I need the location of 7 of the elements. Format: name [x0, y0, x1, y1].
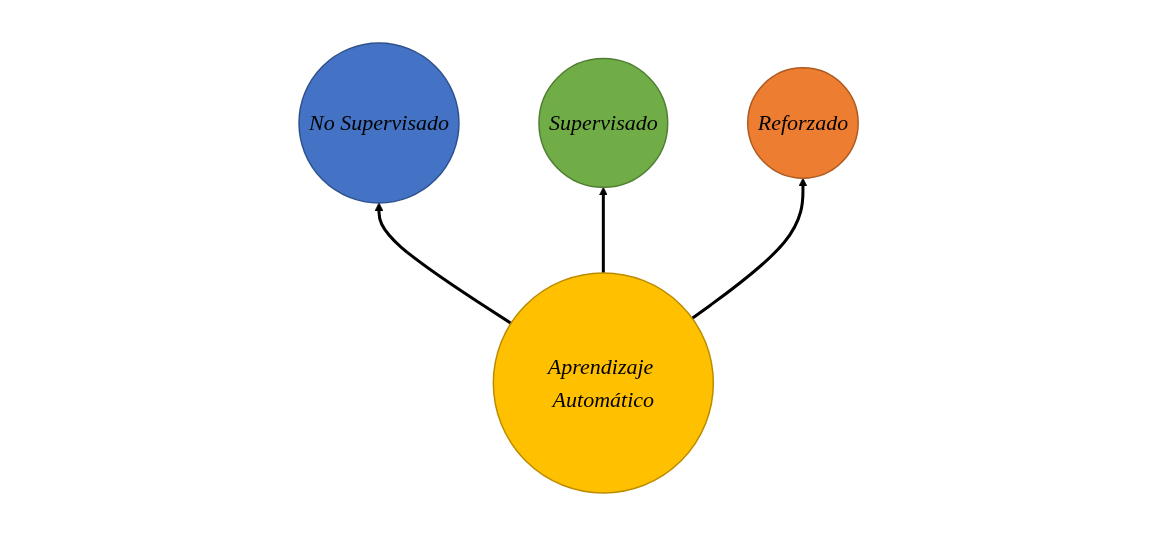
node-circle: Aprendizaje Automático [493, 272, 715, 494]
arrow [375, 202, 513, 325]
node-circle: No Supervisado [298, 42, 461, 204]
node-circle: Supervisado [538, 57, 669, 189]
arrow [599, 186, 609, 273]
node-circle: Reforzado [747, 67, 860, 179]
arrow [691, 177, 808, 320]
